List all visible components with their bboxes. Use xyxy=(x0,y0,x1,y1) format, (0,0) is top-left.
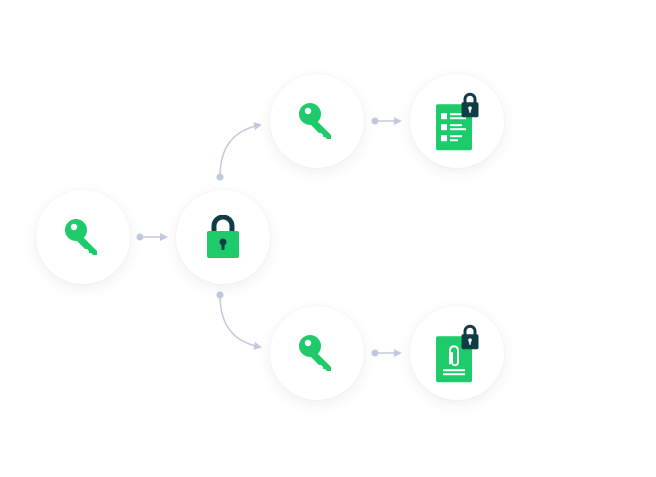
edge-lock-to-bottom-key xyxy=(216,291,262,350)
paperclip-icon xyxy=(449,345,459,367)
node-locked-document: Encrypted document xyxy=(410,74,504,168)
edge-bottom-key-to-attachment xyxy=(371,349,402,357)
locked-checklist-document-icon xyxy=(436,92,479,151)
key-icon xyxy=(299,103,331,139)
key-icon xyxy=(299,335,331,371)
padlock-badge-icon xyxy=(461,92,479,118)
edge-top-key-to-document xyxy=(371,117,402,125)
node-derived-key-top: Derived key xyxy=(270,74,364,168)
edge-lock-to-top-key xyxy=(216,122,262,181)
padlock-icon xyxy=(207,215,239,258)
node-root-key: Root key xyxy=(36,190,130,284)
node-derived-key-bottom: Derived key xyxy=(270,306,364,400)
locked-attachment-document-icon xyxy=(436,324,479,383)
node-lock: Lock xyxy=(176,190,270,284)
edge-root-key-to-lock xyxy=(136,233,168,241)
key-icon xyxy=(65,219,97,255)
padlock-badge-icon xyxy=(461,324,479,350)
node-locked-attachment: Encrypted attachment xyxy=(410,306,504,400)
